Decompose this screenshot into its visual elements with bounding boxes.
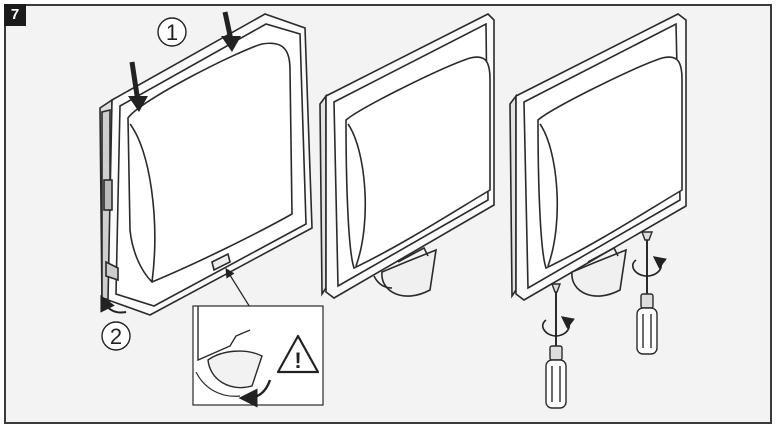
warning-symbol: ! (294, 348, 301, 373)
callout-one-label: 1 (166, 20, 178, 45)
socket-screwed (509, 13, 687, 301)
callout-step-one: 1 (157, 17, 187, 47)
callout-step-two: 2 (101, 321, 131, 351)
screwdriver-icon (636, 231, 658, 355)
screw-icon (550, 283, 562, 293)
press-arrow-icon (128, 11, 241, 112)
screw-icon (640, 231, 654, 241)
detail-inset (192, 305, 324, 408)
socket-closed (319, 13, 495, 299)
callout-two-label: 2 (110, 324, 122, 349)
warning-triangle-icon: ! (276, 334, 320, 374)
screwdriver-icon (545, 283, 567, 409)
rotate-arrow-icon (632, 256, 667, 277)
step-number-badge: 7 (4, 4, 26, 26)
rotate-arrow-icon (100, 294, 127, 314)
rotate-arrow-icon (541, 316, 575, 337)
socket-tilted (99, 13, 313, 316)
